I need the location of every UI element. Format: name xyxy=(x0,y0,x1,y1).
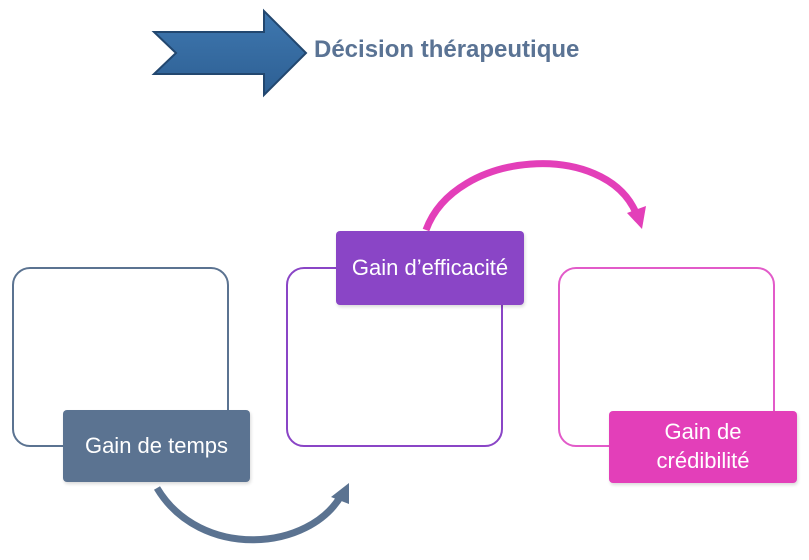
step-label-efficacy: Gain d’efficacité xyxy=(336,231,524,305)
diagram-title: Décision thérapeutique xyxy=(314,36,580,63)
step-label-time: Gain de temps xyxy=(63,410,250,482)
curved-arrow-icon xyxy=(422,160,646,232)
right-arrow-icon xyxy=(151,8,308,98)
step-label-credibility: Gain de crédibilité xyxy=(609,411,797,483)
curved-arrow-icon xyxy=(153,483,349,544)
